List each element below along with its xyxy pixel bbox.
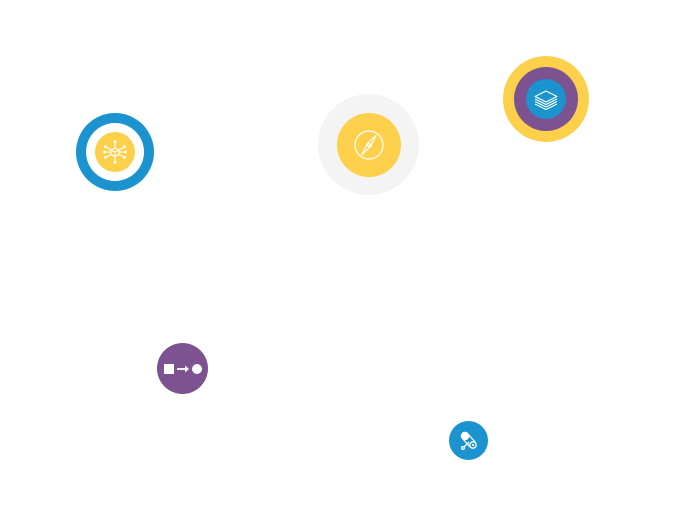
compass-badge [318,94,419,195]
network-cube-badge-core [95,132,135,172]
flow-badge [157,343,208,394]
network-cube-icon [103,140,127,164]
layers-badge [503,56,589,142]
square-arrow-circle-icon [163,363,202,374]
layers-badge-ring [514,67,578,131]
network-cube-badge [76,113,154,191]
compass-icon [353,129,384,160]
network-cube-badge-gap [86,123,144,181]
layers-badge-core [526,79,566,119]
stacked-layers-icon [534,90,558,111]
conveyor-gear-icon [460,431,477,450]
conveyor-badge [449,421,488,460]
compass-badge-core [336,112,401,177]
